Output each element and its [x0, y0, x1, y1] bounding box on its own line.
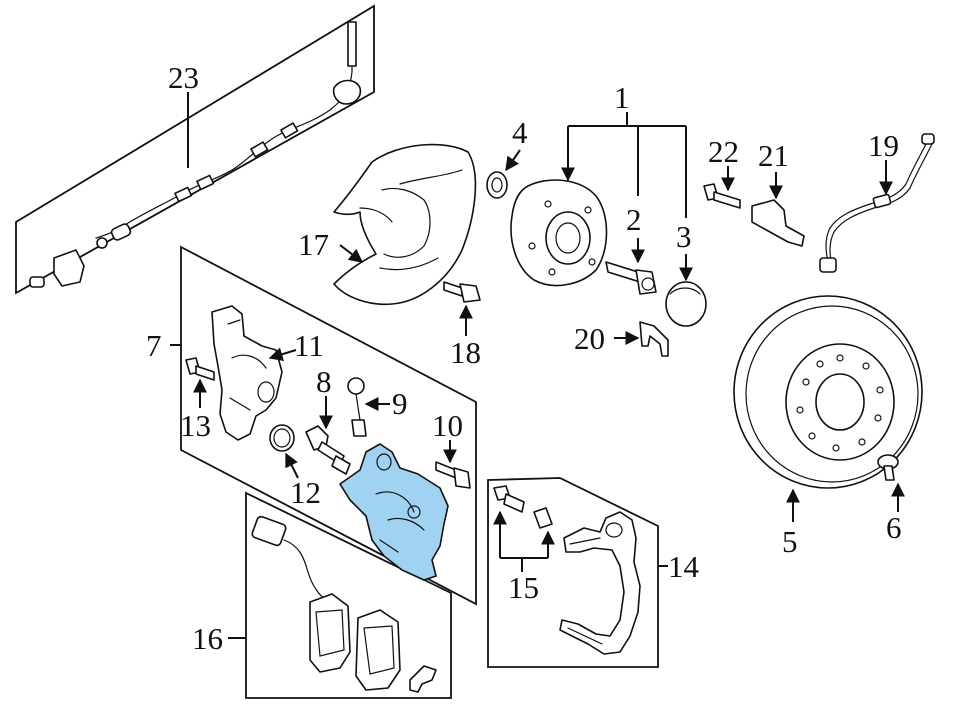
- hub-seal: [486, 171, 508, 199]
- brake-hose: [819, 133, 935, 273]
- carrier-group-box: [487, 477, 659, 668]
- callout-2: 2: [626, 202, 642, 237]
- brake-pad-group-box: [245, 491, 452, 699]
- callout-13: 13: [180, 408, 211, 443]
- abs-sensor-wire: [29, 21, 362, 288]
- callout-6: 6: [886, 510, 902, 545]
- brake-pad-inner: [309, 593, 351, 673]
- leader-11: [268, 347, 297, 361]
- callout-8: 8: [316, 364, 332, 399]
- motor-bolt: [185, 357, 215, 381]
- hub-dust-cap: [665, 281, 707, 327]
- callout-18: 18: [450, 335, 481, 370]
- brake-rotor: [733, 295, 923, 489]
- callout-1: 1: [614, 80, 630, 115]
- brake-caliper-highlighted: [339, 443, 449, 581]
- rotor-screw: [877, 454, 899, 481]
- leader-15: [493, 510, 555, 572]
- callout-3: 3: [676, 219, 692, 254]
- hub-bolt: [605, 261, 657, 295]
- callout-22: 22: [708, 134, 739, 169]
- callout-12: 12: [290, 475, 321, 510]
- callout-23: 23: [168, 60, 199, 95]
- callout-7: 7: [146, 328, 162, 363]
- callout-10: 10: [432, 408, 463, 443]
- pad-clip: [409, 665, 437, 693]
- leader-1: [561, 112, 687, 218]
- leader-12: [285, 452, 299, 479]
- motor-o-ring: [269, 424, 295, 452]
- wheel-hub: [510, 179, 608, 287]
- leader-4: [505, 149, 521, 172]
- sensor-bolt: [703, 183, 741, 209]
- sensor-wire-group-box: [15, 4, 375, 295]
- callout-17: 17: [298, 227, 329, 262]
- leader-17: [339, 244, 364, 263]
- bleeder-screw: [305, 425, 351, 475]
- brake-pad-outer: [355, 609, 401, 691]
- caliper-bolt: [435, 461, 471, 489]
- brake-splash-shield: [333, 143, 477, 306]
- callout-21: 21: [758, 138, 789, 173]
- callout-14: 14: [668, 549, 700, 584]
- guide-pin-bolt: [493, 485, 525, 513]
- shield-bolt: [443, 281, 481, 303]
- callout-20: 20: [574, 321, 605, 356]
- callout-5: 5: [782, 524, 798, 559]
- parking-brake-motor: [211, 305, 283, 441]
- brake-clip: [639, 321, 669, 357]
- pad-wear-sensor: [251, 515, 327, 601]
- wheel-speed-sensor: [751, 199, 805, 247]
- callout-15: 15: [508, 570, 539, 605]
- bleeder-cap: [347, 377, 367, 437]
- callout-11: 11: [294, 328, 324, 363]
- callout-19: 19: [868, 128, 899, 163]
- caliper-group-box: [180, 245, 477, 606]
- callout-9: 9: [392, 386, 408, 421]
- callout-4: 4: [512, 115, 528, 150]
- guide-pin-bushing: [533, 507, 553, 529]
- caliper-carrier-bracket: [559, 511, 641, 655]
- callout-16: 16: [192, 621, 223, 656]
